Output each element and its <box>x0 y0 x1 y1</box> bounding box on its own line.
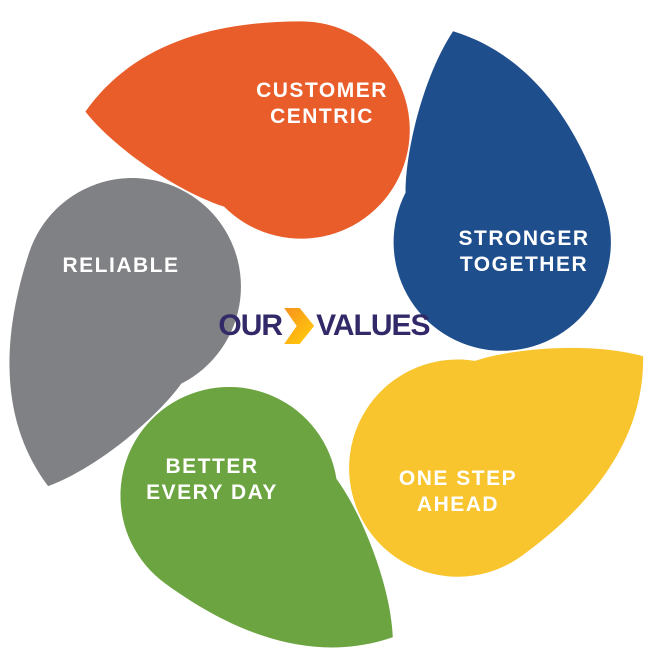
center-title: OUR VALUES <box>218 308 431 344</box>
petal-reliable <box>9 178 241 487</box>
petal-stronger-together <box>393 31 611 351</box>
center-word-values: VALUES <box>316 309 430 342</box>
petal-better-every-day <box>120 386 393 648</box>
petal-customer-centric <box>85 21 410 239</box>
center-word-our: OUR <box>218 309 283 342</box>
petal-one-step-ahead <box>349 347 644 577</box>
arrow-right-chevron-icon <box>284 308 315 344</box>
